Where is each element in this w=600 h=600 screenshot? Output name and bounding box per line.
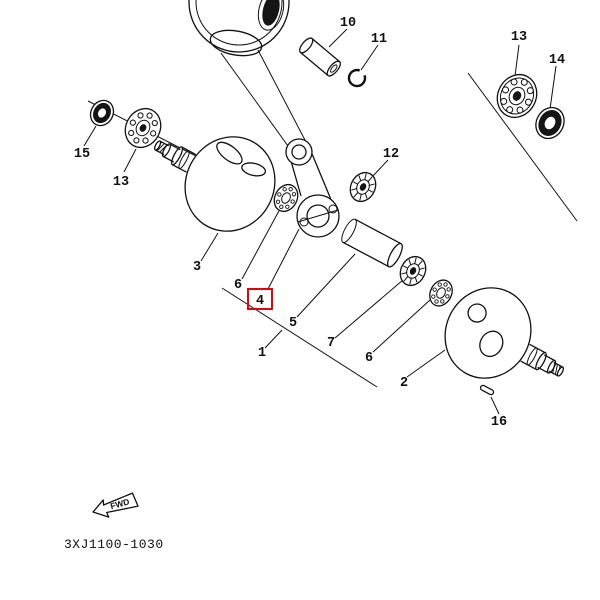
leader-part-13-right <box>514 44 520 77</box>
leader-part-6-left <box>241 208 281 280</box>
leader-part-4 <box>267 228 300 290</box>
piston-pin-boss <box>257 0 285 31</box>
washer-right <box>429 279 453 307</box>
callout-part-11[interactable]: 11 <box>371 32 387 47</box>
piston-pin-bore-shading <box>262 0 280 26</box>
washer-ball-ring <box>275 187 297 209</box>
fwd-label: FWD <box>109 496 130 511</box>
callout-part-13-left[interactable]: 13 <box>113 175 129 190</box>
circlip <box>347 68 367 88</box>
callout-part-12[interactable]: 12 <box>383 147 399 162</box>
crank-pin <box>341 218 403 268</box>
callout-part-13-right[interactable]: 13 <box>511 30 527 45</box>
callout-part-6-left[interactable]: 6 <box>234 278 242 293</box>
crank-web-left <box>184 136 276 232</box>
bearing-balls <box>500 78 534 114</box>
piston <box>188 0 307 147</box>
callout-part-14[interactable]: 14 <box>549 53 565 68</box>
leader-part-16 <box>490 396 500 415</box>
balance-slot <box>216 141 243 165</box>
leader-part-1 <box>264 329 283 349</box>
callout-part-7[interactable]: 7 <box>327 336 335 351</box>
leader-part-3 <box>200 232 219 262</box>
callout-part-5[interactable]: 5 <box>289 316 297 331</box>
roller-texture <box>351 173 375 201</box>
ball-bearing-right <box>496 73 538 119</box>
roller-texture <box>401 257 425 285</box>
connecting-rod <box>285 138 340 238</box>
leader-part-5 <box>296 253 356 318</box>
callout-part-4[interactable]: 4 <box>256 294 264 309</box>
callout-part-3[interactable]: 3 <box>193 260 201 275</box>
callout-labels: 10 11 15 13 13 14 12 3 6 4 5 1 7 6 2 16 <box>74 16 565 430</box>
callout-part-16[interactable]: 16 <box>491 415 507 430</box>
leader-part-2 <box>406 349 446 378</box>
callout-part-1[interactable]: 1 <box>258 346 266 361</box>
callout-part-6-right[interactable]: 6 <box>365 351 373 366</box>
leader-part-14 <box>549 65 557 110</box>
part-code: 3XJ1100-1030 <box>64 537 164 552</box>
needle-bearing-lower <box>399 255 427 287</box>
bearing-balls <box>128 112 158 144</box>
leader-part-7 <box>334 279 404 339</box>
right-separator-line <box>467 72 578 222</box>
ball-bearing-left <box>124 107 162 149</box>
callout-part-2[interactable]: 2 <box>400 376 408 391</box>
woodruff-key <box>479 384 495 396</box>
rod-small-end <box>285 138 313 166</box>
leader-part-15 <box>83 125 97 147</box>
highlight-box-part-4 <box>247 288 273 310</box>
assembly-bracket-line <box>221 287 378 388</box>
leader-part-6-right <box>372 299 431 353</box>
shaft-boss <box>479 330 504 358</box>
leader-part-13-left <box>123 148 137 173</box>
fwd-arrow-icon: FWD <box>92 492 139 518</box>
crank-half-right <box>444 287 564 379</box>
washer-ball-ring <box>431 282 451 304</box>
washer-left <box>273 183 299 213</box>
callout-part-10[interactable]: 10 <box>340 16 356 31</box>
leader-part-10 <box>328 28 348 48</box>
piston-pin-part <box>299 37 341 77</box>
oil-seal-left <box>89 99 115 127</box>
leader-part-12 <box>371 159 389 178</box>
balance-slot <box>241 162 267 177</box>
crank-pin-hole <box>467 303 487 323</box>
oil-seal-right <box>535 106 565 140</box>
needle-bearing-upper <box>349 171 377 203</box>
leader-part-11 <box>360 44 379 71</box>
crank-half-left <box>154 136 276 232</box>
piston-skirt <box>209 29 263 57</box>
callout-part-15[interactable]: 15 <box>74 147 90 162</box>
leader-lines <box>83 28 557 415</box>
